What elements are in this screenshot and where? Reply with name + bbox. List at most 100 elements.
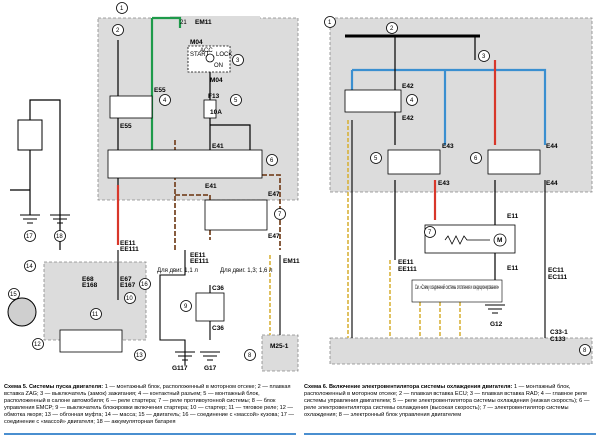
callout: 11 xyxy=(90,308,102,320)
caption-text: 1 — монтажный блок, расположенный в мото… xyxy=(4,384,294,425)
note-box xyxy=(411,279,503,303)
label-e43-a: E43 xyxy=(442,143,454,150)
callout: 9 xyxy=(180,300,192,312)
relay-e42-main xyxy=(344,89,402,113)
callout: 1 xyxy=(116,2,128,14)
callout: 15 xyxy=(8,288,20,300)
label-f13-rating: 10A xyxy=(210,109,222,116)
ground-icon xyxy=(20,214,40,224)
callout: 5 xyxy=(370,152,382,164)
label-ee111: EE111 xyxy=(398,266,417,273)
label-e11-a: E11 xyxy=(507,213,519,220)
label-e55-b: E55 xyxy=(120,123,132,130)
callout: 4 xyxy=(159,94,171,106)
label-on: ON xyxy=(214,63,223,69)
svg-text:14: 14 xyxy=(26,264,33,270)
svg-text:4: 4 xyxy=(410,98,414,104)
label-num-21: 21 xyxy=(180,20,187,26)
svg-text:3: 3 xyxy=(236,58,240,64)
label-m25: M25-1 xyxy=(270,343,289,350)
ground-icon xyxy=(175,351,195,361)
wire-black-ecu xyxy=(351,120,546,338)
svg-text:4: 4 xyxy=(163,98,167,104)
label-e44-b: E44 xyxy=(546,180,558,187)
label-e41-b: E41 xyxy=(205,183,217,190)
svg-text:11: 11 xyxy=(92,312,99,318)
label-lock: LOCK xyxy=(216,52,232,58)
svg-text:10: 10 xyxy=(126,296,133,302)
starter-solenoid xyxy=(59,329,123,353)
label-ee11: EE11 xyxy=(120,240,136,247)
callout: 8 xyxy=(244,349,256,361)
wire-green-2 xyxy=(152,16,182,28)
svg-text:18: 18 xyxy=(56,234,63,240)
callout: 17 xyxy=(24,230,36,242)
starter-motor xyxy=(7,297,37,327)
callout: 6 xyxy=(266,154,278,166)
ground-icon xyxy=(485,304,505,314)
label-f13: F13 xyxy=(208,93,220,100)
caption-scheme-5: Схема 5. Системы пуска двигателя: 1 — мо… xyxy=(4,384,296,426)
callout: 8 xyxy=(579,344,591,356)
callout: 3 xyxy=(232,54,244,66)
cabin-block-frame xyxy=(170,16,260,46)
svg-text:16: 16 xyxy=(141,282,148,288)
callout: 1 xyxy=(324,16,336,28)
svg-text:7: 7 xyxy=(278,212,282,218)
svg-text:6: 6 xyxy=(474,156,478,162)
caption-rule-left xyxy=(4,433,296,435)
fan-resistor xyxy=(444,235,490,245)
caption-rule-right xyxy=(304,433,596,435)
caption-text: 1 — монтажный блок, расположенный в мото… xyxy=(304,384,590,418)
callout: 3 xyxy=(478,50,490,62)
label-for-engines-2: Для двиг. 1,3; 1,6 л xyxy=(220,268,273,274)
scheme-6-cooling-fan: M См. «Схему соединений системы отоплени… xyxy=(324,16,593,365)
svg-text:1: 1 xyxy=(120,6,124,12)
label-e47-a: E47 xyxy=(268,191,280,198)
svg-text:3: 3 xyxy=(482,54,486,60)
svg-text:6: 6 xyxy=(270,158,274,164)
label-e67: E67 xyxy=(120,276,132,283)
svg-text:15: 15 xyxy=(10,292,17,298)
caption-title: Схема 5. Системы пуска двигателя: xyxy=(4,384,104,390)
label-m04-b: M04 xyxy=(210,77,223,84)
label-c36-b: C36 xyxy=(212,325,224,332)
label-e44-a: E44 xyxy=(546,143,558,150)
label-motor: M xyxy=(497,237,502,244)
switch-c36 xyxy=(195,292,225,322)
callout: 7 xyxy=(424,226,436,238)
callout: 13 xyxy=(134,349,146,361)
caption-title: Схема 6. Включение электровентилятора си… xyxy=(304,384,513,390)
label-ee11: EE11 xyxy=(398,259,414,266)
label-ee111: EE111 xyxy=(120,246,139,253)
svg-text:8: 8 xyxy=(248,353,252,359)
battery-leads xyxy=(10,99,61,250)
wire-to-starter xyxy=(117,250,186,365)
label-ec11: EC11 xyxy=(548,267,564,274)
note-text: См. «Схему соединений системы отопления … xyxy=(415,284,499,291)
fuse-f13 xyxy=(203,99,217,119)
callout: 12 xyxy=(32,338,44,350)
label-ee11-b: EE11 xyxy=(190,252,206,259)
label-e168: E168 xyxy=(82,282,98,289)
fan-motor-icon xyxy=(493,233,507,247)
relay-e55 xyxy=(109,95,153,119)
callout: 4 xyxy=(406,94,418,106)
label-e55-a: E55 xyxy=(154,87,166,94)
callout: 2 xyxy=(386,22,398,34)
label-e42-a: E42 xyxy=(402,83,414,90)
svg-text:1: 1 xyxy=(328,20,332,26)
svg-text:12: 12 xyxy=(34,342,41,348)
ignition-switch-box xyxy=(187,45,231,73)
label-e41-a: E41 xyxy=(212,143,224,150)
relay-e44-high xyxy=(487,149,541,175)
label-e43-b: E43 xyxy=(438,180,450,187)
wire-blue xyxy=(352,68,547,145)
battery xyxy=(17,119,43,151)
svg-text:2: 2 xyxy=(390,26,394,32)
label-c133: C133 xyxy=(550,336,566,343)
label-ec111: EC111 xyxy=(548,274,568,281)
label-em11-top: EM11 xyxy=(195,19,212,26)
label-e167: E167 xyxy=(120,282,136,289)
